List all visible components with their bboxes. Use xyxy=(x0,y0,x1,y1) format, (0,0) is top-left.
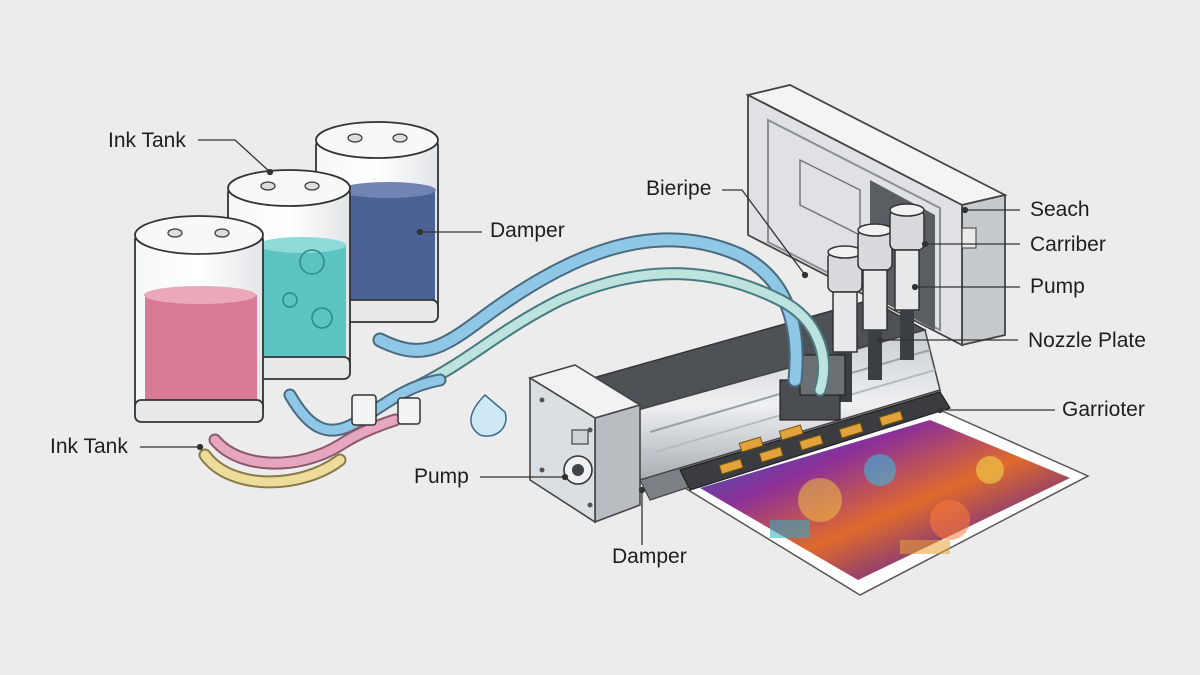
pump-label-left: Pump xyxy=(414,465,469,488)
pump-label-right: Pump xyxy=(1030,275,1085,298)
garrioter-label: Garrioter xyxy=(1062,398,1145,421)
carriber-label: Carriber xyxy=(1030,233,1106,256)
leader-lines xyxy=(140,139,1055,545)
seach-label: Seach xyxy=(1030,198,1090,221)
ink-tank-pink xyxy=(134,215,264,423)
ink-tank-label-top: Ink Tank xyxy=(108,129,186,152)
connectors xyxy=(351,393,507,437)
nozzle-plate-label: Nozzle Plate xyxy=(1028,329,1146,352)
pump-housing xyxy=(528,364,642,524)
ink-tank-label-left: Ink Tank xyxy=(50,435,128,458)
damper-label-top: Damper xyxy=(490,219,565,242)
damper-label-bottom: Damper xyxy=(612,545,687,568)
bieripe-label: Bieripe xyxy=(646,177,712,200)
